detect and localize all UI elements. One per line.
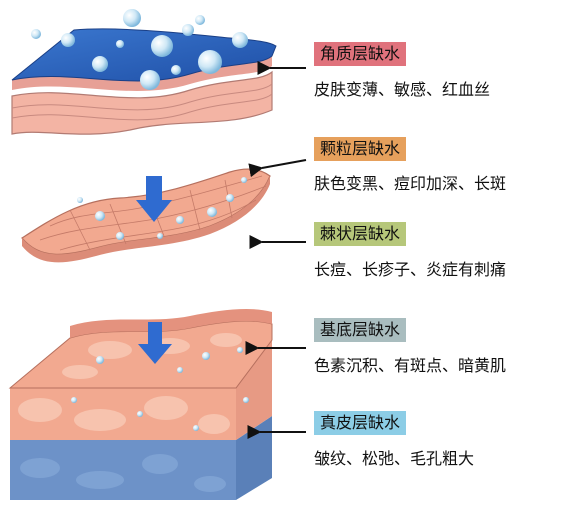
water-droplets-top bbox=[31, 9, 248, 90]
water-droplets-bottom bbox=[71, 347, 249, 431]
down-arrow-icon bbox=[136, 176, 172, 222]
down-arrow-icon-2 bbox=[138, 322, 172, 364]
stratum-corneum-illustration bbox=[11, 9, 277, 135]
layer-desc-corneum: 皮肤变薄、敏感、红血丝 bbox=[314, 80, 491, 99]
water-droplets-middle bbox=[77, 177, 247, 240]
layer-title-corneum: 角质层缺水 bbox=[314, 42, 407, 66]
layer-desc-spinous: 长痘、长疹子、炎症有刺痛 bbox=[314, 260, 507, 279]
layer-title-spinous: 棘状层缺水 bbox=[314, 222, 407, 246]
granular-spinous-illustration bbox=[21, 168, 271, 263]
basal-dermis-illustration bbox=[8, 309, 273, 500]
layer-title-dermis: 真皮层缺水 bbox=[314, 411, 407, 435]
layer-desc-granular: 肤色变黑、痘印加深、长斑 bbox=[314, 174, 507, 193]
layer-desc-basal: 色素沉积、有斑点、暗黄肌 bbox=[314, 356, 507, 375]
layer-title-granular: 颗粒层缺水 bbox=[314, 137, 407, 161]
layer-title-basal: 基底层缺水 bbox=[314, 318, 407, 342]
layer-desc-dermis: 皱纹、松弛、毛孔粗大 bbox=[314, 449, 475, 468]
arrow-icon-2 bbox=[248, 159, 307, 178]
pointer-arrows bbox=[245, 61, 307, 439]
